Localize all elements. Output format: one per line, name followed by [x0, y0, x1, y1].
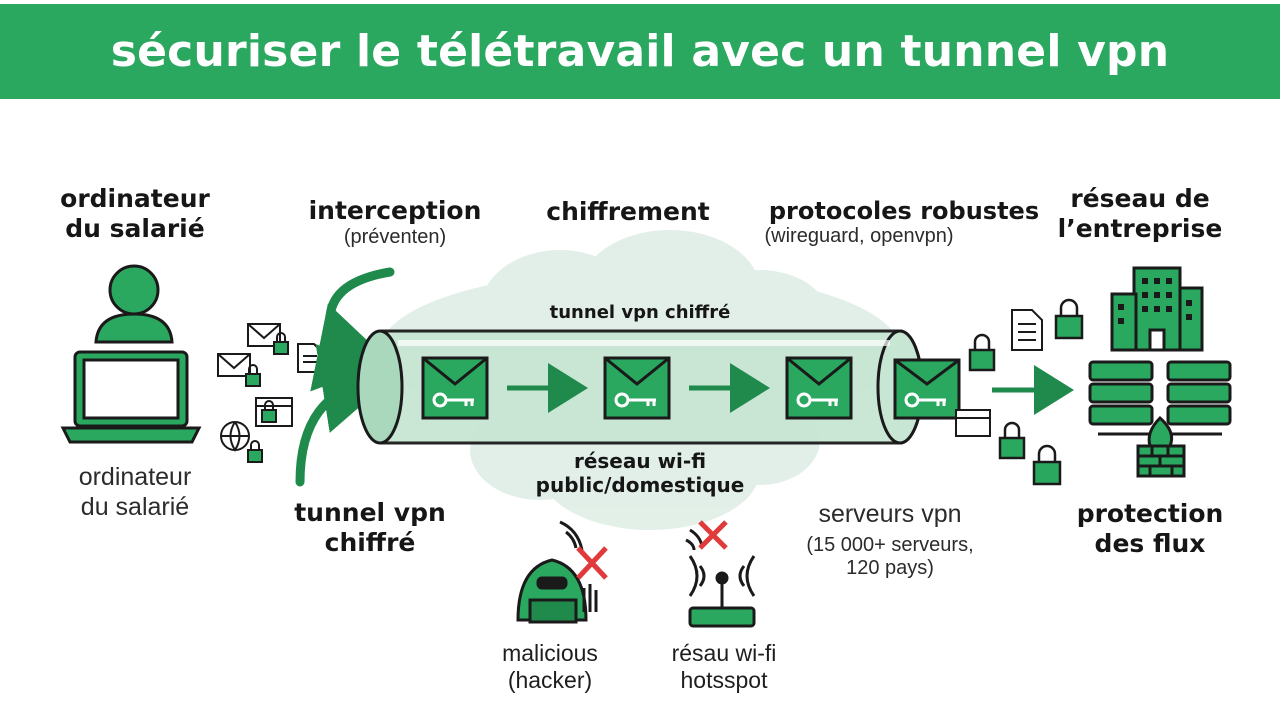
- signal-blocked-icon: [559, 520, 608, 580]
- firewall-icon: [1136, 415, 1186, 478]
- document-icon: [1011, 309, 1043, 351]
- padlock-icons: [968, 298, 1084, 486]
- building-icon: [1110, 266, 1204, 352]
- employee-pc-label: ordinateur du salarié: [60, 184, 210, 243]
- company-network-label: réseau de l’entreprise: [1057, 184, 1223, 243]
- server-rack-icon: [1088, 360, 1154, 426]
- vpn-servers-label: serveurs vpn (15 000+ serveurs, 120 pays…: [806, 500, 974, 580]
- employee-pc-caption: ordinateur du salarié: [78, 463, 192, 521]
- laptop-icon: [60, 350, 202, 444]
- encryption-label: chiffrement: [546, 197, 710, 226]
- signal-blocked-icon: [685, 520, 728, 551]
- flow-arrow-icon: [507, 363, 1074, 415]
- padlock-icon: [1032, 444, 1062, 486]
- page-title: sécuriser le télétravail avec un tunnel …: [110, 26, 1170, 77]
- padlock-icon: [1054, 298, 1084, 340]
- encrypted-envelope-icon: [893, 358, 961, 420]
- hotspot-label: résau wi-fi hotsspot: [671, 640, 777, 694]
- encrypted-envelope-icon: [421, 356, 489, 420]
- globe-icon: [220, 421, 250, 452]
- tunnel-caption-label: tunnel vpn chiffré: [294, 498, 446, 557]
- hacker-icon: [516, 558, 598, 624]
- envelope-icon: [247, 323, 281, 347]
- flow-protection-label: protection des flux: [1076, 499, 1224, 558]
- title-banner: sécuriser le télétravail avec un tunnel …: [0, 4, 1280, 99]
- protocols-label: protocoles robustes (wireguard, openvpn): [764, 197, 1040, 248]
- encrypted-packets: [421, 356, 961, 420]
- tunnel-title-label: tunnel vpn chiffré: [549, 302, 731, 323]
- padlock-icon: [998, 421, 1026, 460]
- envelope-icon: [217, 353, 251, 377]
- wifi-router-icon: [688, 555, 756, 628]
- hacker-label: malicious (hacker): [502, 640, 598, 694]
- encrypted-envelope-icon: [785, 356, 853, 420]
- interception-label: interception (préventen): [308, 196, 482, 248]
- browser-icon: [955, 409, 991, 437]
- wifi-network-label: réseau wi-fi public/domestique: [535, 449, 745, 497]
- encrypted-envelope-icon: [603, 356, 671, 420]
- server-rack-icon: [1166, 360, 1232, 426]
- data-icons: [217, 323, 331, 463]
- employee-icon: [94, 264, 174, 344]
- padlock-icon: [968, 333, 996, 372]
